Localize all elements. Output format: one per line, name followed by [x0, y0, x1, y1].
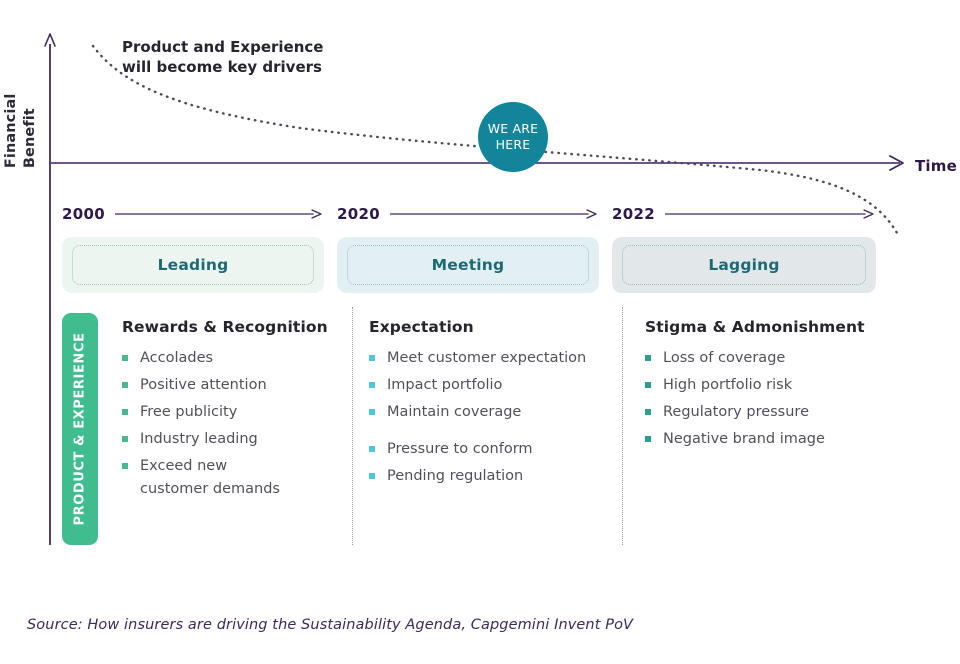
list-item-label: Pending regulation [387, 467, 524, 484]
year-row-2022: 2022 [612, 203, 876, 225]
bullet-square-icon [369, 381, 375, 388]
phase-label-leading: Leading [157, 256, 229, 274]
bullet-square-icon [122, 381, 128, 388]
list-item: Impact portfolio [369, 374, 619, 397]
content-title-meeting: Expectation [369, 318, 474, 336]
list-item-label: Regulatory pressure [663, 403, 809, 420]
chart-callout: Product and Experience will become key d… [122, 38, 422, 78]
list-item: Loss of coverage [645, 347, 895, 370]
column-divider-1 [352, 307, 353, 545]
bullet-square-icon [645, 355, 651, 361]
bullet-square-icon [122, 435, 128, 442]
bullet-list-leading: Accolades Positive attention Free public… [122, 347, 337, 500]
list-item-label: Maintain coverage [387, 403, 522, 420]
list-item: Pending regulation [369, 465, 619, 488]
list-item: Free publicity [122, 401, 337, 424]
year-label-2020: 2020 [337, 205, 380, 223]
list-item: Negative brand image [645, 428, 895, 451]
phase-label-meeting: Meeting [431, 256, 505, 274]
bullet-square-icon [645, 435, 651, 442]
bullet-square-icon [645, 408, 651, 415]
list-item-label: Negative brand image [663, 430, 825, 447]
phase-box-meeting-inner-border [347, 245, 589, 285]
content-column-meeting: Expectation Meet customer expectation Im… [369, 318, 619, 492]
phase-box-leading-inner-border [72, 245, 314, 285]
list-item: High portfolio risk [645, 374, 895, 397]
phase-box-leading[interactable]: Leading [62, 237, 324, 293]
list-item: Maintain coverage [369, 401, 619, 424]
we-are-here-marker: WE ARE HERE [478, 102, 548, 172]
x-axis-label: Time [915, 157, 957, 175]
y-axis-label-line1: Financial [2, 93, 19, 168]
list-item-label: High portfolio risk [663, 376, 793, 393]
year-arrow-2022 [665, 208, 876, 220]
year-row-2000: 2000 [62, 203, 324, 225]
content-column-leading: Rewards & Recognition Accolades Positive… [122, 318, 337, 504]
year-arrow-2000 [115, 208, 324, 220]
year-arrow-2020 [390, 208, 599, 220]
bullet-list-lagging: Loss of coverage High portfolio risk Reg… [645, 347, 895, 451]
content-column-lagging: Stigma & Admonishment Loss of coverage H… [645, 318, 895, 455]
product-experience-tab: PRODUCT & EXPERIENCE [62, 313, 98, 545]
list-item-label: Positive attention [140, 376, 267, 393]
list-item: Exceed new customer demands [122, 455, 337, 501]
source-note: Source: How insurers are driving the Sus… [27, 617, 634, 633]
list-item-label: Loss of coverage [663, 350, 786, 366]
list-item-label-wrap: customer demands [140, 480, 280, 497]
list-item-label: Impact portfolio [387, 376, 503, 393]
list-item: Positive attention [122, 374, 337, 397]
bullet-square-icon [122, 355, 128, 361]
list-item-label: Meet customer expectation [387, 350, 587, 366]
we-are-here-line2: HERE [495, 137, 531, 152]
list-item-label: Industry leading [140, 430, 258, 447]
year-label-2000: 2000 [62, 205, 105, 223]
y-axis-label: Financial Benefit [3, 48, 42, 168]
we-are-here-line1: WE ARE [487, 120, 539, 136]
bullet-square-icon [369, 445, 375, 452]
bullet-square-icon [122, 408, 128, 415]
list-item: Meet customer expectation [369, 347, 619, 370]
content-title-leading: Rewards & Recognition [122, 318, 328, 336]
bullet-square-icon [369, 472, 375, 479]
list-item-label: Exceed new [140, 457, 228, 474]
phase-box-lagging-inner-border [622, 245, 866, 285]
content-title-lagging: Stigma & Admonishment [645, 318, 865, 336]
x-axis-arrowhead [889, 155, 904, 171]
list-item: Regulatory pressure [645, 401, 895, 424]
list-item-label: Free publicity [140, 403, 238, 420]
bullet-square-icon [369, 408, 375, 415]
y-axis-label-line2: Benefit [21, 108, 38, 168]
bullet-square-icon [645, 381, 651, 388]
list-item: Accolades [122, 347, 337, 370]
phase-label-lagging: Lagging [708, 256, 780, 274]
phase-box-meeting[interactable]: Meeting [337, 237, 599, 293]
chart-callout-line2: will become key drivers [122, 57, 322, 76]
product-experience-tab-label: PRODUCT & EXPERIENCE [72, 332, 88, 526]
bullet-square-icon [369, 355, 375, 361]
list-item-label: Accolades [140, 350, 214, 366]
phase-box-lagging[interactable]: Lagging [612, 237, 876, 293]
list-item-label: Pressure to conform [387, 440, 533, 457]
list-item: Industry leading [122, 428, 337, 451]
list-item: Pressure to conform [369, 438, 619, 461]
column-divider-2 [622, 307, 623, 545]
chart-callout-line1: Product and Experience [122, 38, 324, 56]
year-row-2020: 2020 [337, 203, 599, 225]
year-label-2022: 2022 [612, 205, 655, 223]
y-axis-arrowhead [44, 33, 56, 47]
bullet-list-meeting: Meet customer expectation Impact portfol… [369, 347, 619, 488]
bullet-square-icon [122, 462, 128, 469]
